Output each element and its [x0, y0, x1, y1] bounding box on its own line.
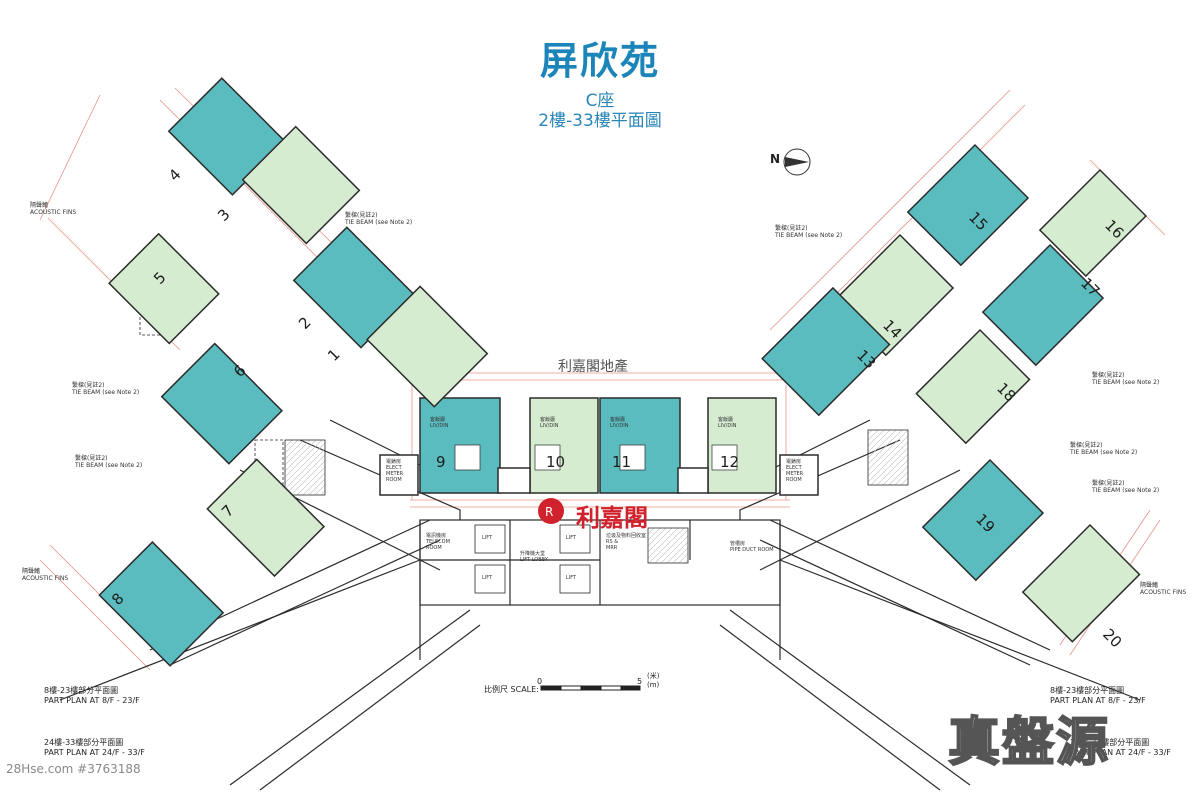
flat-number-2: 2 [295, 313, 314, 332]
tie-beam-note-7: 繫樑(見註2) TIE BEAM (see Note 2) [1092, 480, 1160, 494]
flat-5-shape [108, 232, 220, 345]
part-plan-right-24-33: 24樓-33樓部分平面圖 PART PLAN AT 24/F - 33/F [1070, 738, 1171, 757]
tie-beam-note-5: 繫樑(見註2) TIE BEAM (see Note 2) [1092, 372, 1160, 386]
tie-beam-note-6: 繫樑(見註2) TIE BEAM (see Note 2) [1070, 442, 1138, 456]
part-plan-right-8-23: 8樓-23樓部分平面圖 PART PLAN AT 8/F - 23/F [1050, 686, 1146, 705]
tie-beam-note-4: 繫樑(見註2) TIE BEAM (see Note 2) [775, 225, 843, 239]
corridors [59, 419, 1141, 791]
central-flats [379, 397, 819, 496]
elect-meter-room-left: 電錶房 ELECT METER ROOM [386, 459, 404, 483]
part-plan-left-24-33: 24樓-33樓部分平面圖 PART PLAN AT 24/F - 33/F [44, 738, 145, 757]
lift-lobby: 升降機大堂 LIFT LOBBY [520, 551, 548, 563]
scale-five: 5 [637, 677, 643, 686]
agent-label: 利嘉閣地產 [558, 359, 628, 375]
lift-2: LIFT [482, 575, 493, 581]
block-label: C座 [585, 91, 615, 111]
flat-8-shape [98, 541, 225, 667]
tie-beam-note-3: 繫樑(見註2) TIE BEAM (see Note 2) [75, 455, 143, 469]
flat-18-shape [915, 328, 1031, 445]
scale-label: 比例尺 SCALE: [484, 685, 539, 694]
lift-4: LIFT [566, 575, 577, 581]
floor-range-label: 2樓-33樓平面圖 [538, 111, 662, 131]
part-plan-left-8-23: 8樓-23樓部分平面圖 PART PLAN AT 8/F - 23/F [44, 686, 140, 705]
lift-1: LIFT [482, 535, 493, 541]
flat-17-shape [981, 243, 1105, 367]
flat-7-shape [206, 458, 326, 578]
telecom-room: 電訊機房 TELECOM ROOM [426, 533, 450, 551]
right-wing-flats [761, 143, 1148, 643]
flat-20-shape [1021, 523, 1141, 643]
elect-meter-room-right: 電錶房 ELECT METER ROOM [786, 459, 804, 483]
flat-number-9: 9 [436, 453, 446, 471]
livdin-9: 客飯廳 LIV/DIN [430, 417, 449, 429]
lift-3: LIFT [566, 535, 577, 541]
acoustic-fins-note-right: 隔聲鰭 ACOUSTIC FINS [1140, 582, 1187, 596]
flat-19-shape [921, 458, 1045, 582]
flat-6-shape [160, 342, 283, 465]
svg-text:R: R [545, 505, 553, 519]
acoustic-fins-note-left-lower: 隔聲鰭 ACOUSTIC FINS [22, 568, 69, 582]
scale-unit: (米) (m) [647, 672, 660, 689]
flat-16-shape [1038, 168, 1148, 278]
flat-number-1: 1 [324, 345, 343, 364]
pipe-duct-room: 管槽房 PIPE DUCT ROOM [730, 541, 774, 553]
scale-bar [540, 685, 641, 691]
left-wing-flats [98, 77, 489, 667]
listing-watermark: 28Hse.com #3763188 [6, 762, 141, 776]
scale-zero: 0 [537, 677, 543, 686]
north-arrow-icon [783, 148, 811, 176]
livdin-10: 客飯廳 LIV/DIN [540, 417, 559, 429]
flat-3-shape [241, 125, 361, 245]
flat-13-shape [761, 286, 891, 417]
acoustic-fins-note-left: 隔聲鰭 ACOUSTIC FINS [30, 202, 77, 216]
tie-beam-note-2: 繫樑(見註2) TIE BEAM (see Note 2) [72, 382, 140, 396]
flat-number-11: 11 [612, 453, 631, 471]
flat-15-shape [906, 143, 1030, 267]
flat-number-20: 20 [1099, 625, 1125, 651]
flat-number-3: 3 [214, 205, 233, 224]
brand-logo-icon: R [538, 498, 564, 524]
tie-beam-note-1: 繫樑(見註2) TIE BEAM (see Note 2) [345, 212, 413, 226]
livdin-12: 客飯廳 LIV/DIN [718, 417, 737, 429]
brand-stamp: 真盤源 [947, 712, 1111, 774]
brand-center-label: 利嘉閣 [576, 504, 648, 532]
stairs [139, 299, 909, 594]
flat-number-4: 4 [165, 165, 184, 184]
flat-number-10: 10 [546, 453, 565, 471]
north-label: N [770, 152, 781, 166]
livdin-11: 客飯廳 LIV/DIN [610, 417, 629, 429]
refuse-room: 垃圾及物料回收室 RS & MRR [606, 533, 647, 551]
flat-number-12: 12 [720, 453, 739, 471]
flat-1-shape [366, 285, 489, 408]
estate-name-title: 屏欣苑 [539, 39, 660, 83]
